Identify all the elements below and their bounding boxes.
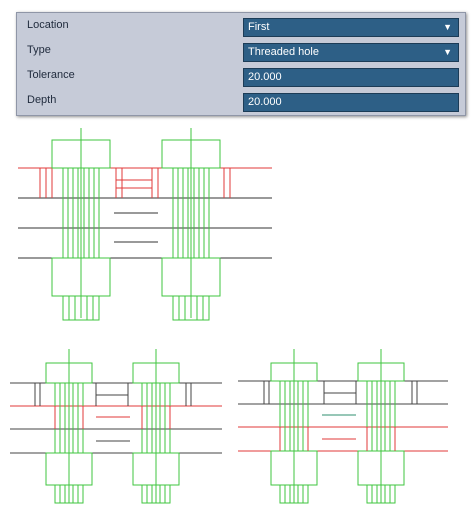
type-dropdown[interactable]: Threaded hole ▼ <box>243 43 459 62</box>
property-row-depth: Depth 20.000 <box>17 90 465 115</box>
properties-panel: Location First ▼ Type Threaded hole ▼ To… <box>16 12 466 116</box>
location-label: Location <box>27 19 69 31</box>
property-row-location: Location First ▼ <box>17 15 465 40</box>
chevron-down-icon[interactable]: ▼ <box>443 22 452 32</box>
bolt-assembly-drawing-bottom-right <box>238 349 448 504</box>
property-row-tolerance: Tolerance 20.000 <box>17 65 465 90</box>
chevron-down-icon[interactable]: ▼ <box>443 47 452 57</box>
location-dropdown[interactable]: First ▼ <box>243 18 459 37</box>
type-label: Type <box>27 44 51 56</box>
location-value: First <box>248 21 270 33</box>
bolt-assembly-drawing-bottom-left <box>10 349 222 504</box>
type-value: Threaded hole <box>248 46 319 58</box>
depth-input[interactable]: 20.000 <box>243 93 459 112</box>
property-row-type: Type Threaded hole ▼ <box>17 40 465 65</box>
depth-label: Depth <box>27 94 57 106</box>
tolerance-label: Tolerance <box>27 69 75 81</box>
bolt-assembly-drawing-top <box>18 128 272 321</box>
tolerance-input[interactable]: 20.000 <box>243 68 459 87</box>
